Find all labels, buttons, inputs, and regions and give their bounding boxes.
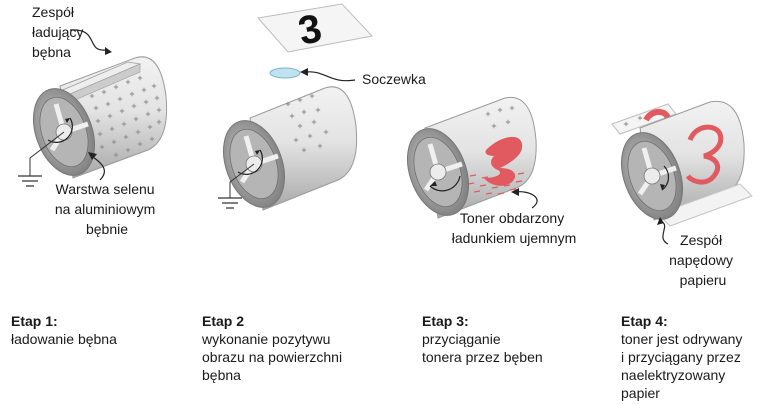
selenium-layer-label: Warstwa selenu na aluminiowym bębnie xyxy=(55,181,159,237)
stage-2-description: wykonanie pozytywu obrazu na powierzchni… xyxy=(202,331,343,383)
paper-drive-line-2: napędowy xyxy=(669,252,733,268)
lens-icon xyxy=(269,67,301,79)
lens-leader xyxy=(305,71,356,82)
stage-1-description: ładowanie bębna xyxy=(11,331,117,347)
paper-drive-line-1: Zespół xyxy=(680,232,723,248)
drum-stage-1 xyxy=(18,56,168,187)
paper-drive-line-3: papieru xyxy=(680,272,727,288)
stage-4-description: toner jest odrywany i przyciągany przez … xyxy=(621,331,743,401)
selenium-line-3: bębnie xyxy=(86,221,128,237)
toner-label: Toner obdarzony ładunkiem ujemnym xyxy=(452,210,577,246)
lens-label: Soczewka xyxy=(362,71,426,87)
stage-2-title: Etap 2 xyxy=(202,313,245,329)
drum-stage-3 xyxy=(407,96,537,219)
stage-2-caption: Etap 2 wykonanie pozytywu obrazu na powi… xyxy=(202,312,402,384)
drum-stage-2 xyxy=(218,86,358,211)
toner-particles xyxy=(467,172,525,195)
stage-1-title: Etap 1: xyxy=(11,313,58,329)
selenium-line-1: Warstwa selenu xyxy=(56,181,155,197)
charging-unit-label: Zespół ładujący bębna xyxy=(32,4,87,60)
charging-unit-line-1: Zespół xyxy=(32,4,75,20)
paper-drive-leader xyxy=(661,221,669,245)
toner-line-2: ładunkiem ujemnym xyxy=(452,230,577,246)
stage-4-caption: Etap 4: toner jest odrywany i przyciągan… xyxy=(621,312,766,402)
paper-drive-label: Zespół napędowy papieru xyxy=(669,232,737,288)
stage-3-caption: Etap 3: przyciąganie tonera przez bęben xyxy=(422,312,602,366)
stage-1-caption: Etap 1: ładowanie bębna xyxy=(11,312,181,348)
drum-stage-4 xyxy=(611,100,753,227)
charging-unit-line-3: bębna xyxy=(32,44,71,60)
toner-line-1: Toner obdarzony xyxy=(460,210,564,226)
stage-4-title: Etap 4: xyxy=(621,313,668,329)
selenium-line-2: na aluminiowym xyxy=(55,201,155,217)
toner-leader xyxy=(515,191,538,209)
stage-3-description: przyciąganie tonera przez bęben xyxy=(422,331,543,365)
stage-3-title: Etap 3: xyxy=(422,313,469,329)
toner-image-stage-4 xyxy=(685,124,724,185)
charging-unit-leader xyxy=(69,29,107,51)
charging-unit-line-2: ładujący xyxy=(32,24,83,40)
toner-image-stage-3 xyxy=(484,136,523,186)
image-paper: 3 xyxy=(257,3,373,54)
